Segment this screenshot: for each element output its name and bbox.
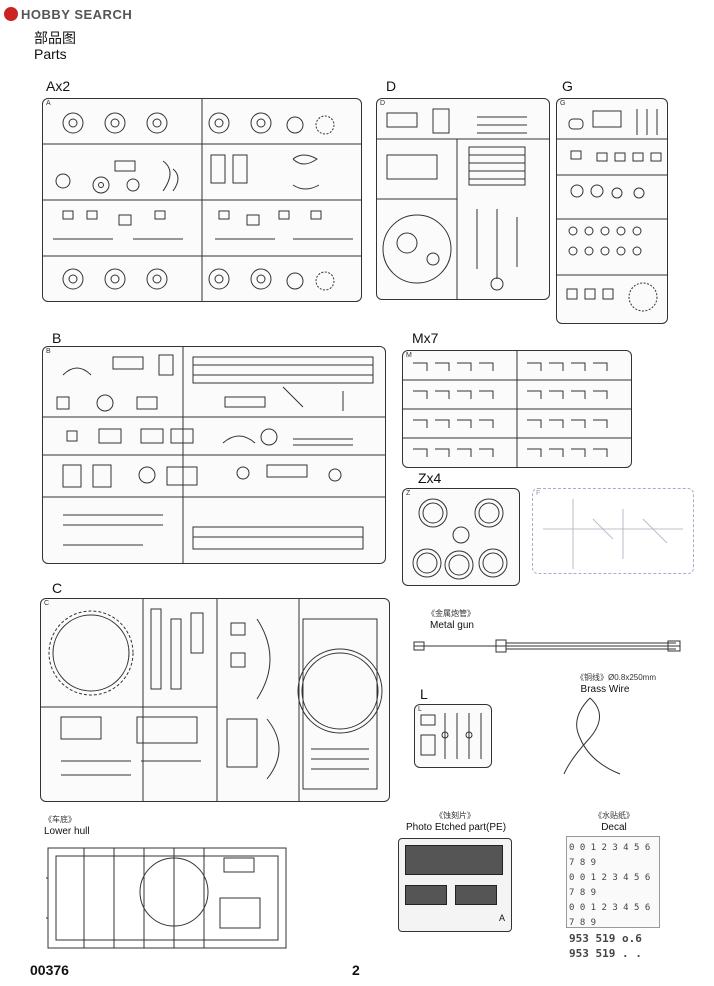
sprue-d-label: D	[386, 78, 397, 94]
decal-sheet: 0 0 1 2 3 4 5 6 7 8 9 0 0 1 2 3 4 5 6 7 …	[566, 836, 660, 960]
sprue-a-parts	[43, 99, 361, 301]
sprue-c-letter: C	[44, 600, 50, 607]
sprue-z-letter: Z	[406, 490, 411, 497]
sprue-f-frame: F	[532, 488, 694, 574]
page-number: 2	[352, 962, 360, 978]
sprue-b-label: B	[52, 330, 62, 346]
logo-text: HOBBY SEARCH	[21, 6, 133, 22]
pe-caption-cn: 《蚀刻片》	[400, 810, 510, 822]
sprue-z-frame: Z	[402, 488, 520, 586]
metal-gun-caption-en: Metal gun	[430, 620, 474, 631]
sprue-z-label: Zx4	[418, 470, 442, 486]
decal-row: 953 519 o.6	[569, 932, 642, 945]
sprue-l-label: L	[420, 686, 428, 702]
sprue-f-letter: F	[536, 490, 541, 497]
decal-row: 953 519 . .	[569, 947, 642, 960]
hobby-search-logo: HOBBY SEARCH	[4, 6, 132, 22]
sprue-a-letter: A	[46, 100, 51, 107]
decal-row: 0 0 1 2 3 4 5 6 7 8 9	[569, 903, 651, 928]
brass-wire-caption-en: Brass Wire	[580, 684, 630, 695]
sprue-m-label: Mx7	[412, 330, 439, 346]
pe-cn: 《蚀刻片》	[435, 811, 475, 820]
decal-caption-cn: 《水贴纸》	[586, 810, 642, 822]
decal-caption-en: Decal	[601, 822, 627, 833]
sprue-b-parts	[43, 347, 385, 563]
sprue-d-parts	[377, 108, 549, 299]
sprue-z-parts	[412, 498, 508, 580]
lower-hull-caption-en: Lower hull	[44, 826, 90, 837]
title-en: Parts	[34, 46, 67, 62]
pe-plate-small-right	[455, 885, 497, 905]
brass-wire-part	[563, 697, 621, 775]
sprue-c-parts	[41, 599, 383, 801]
pe-caption-en: Photo Etched part(PE)	[405, 822, 507, 833]
decal-cn: 《水贴纸》	[594, 811, 634, 820]
pe-fret-letter: A	[499, 913, 506, 923]
sprue-l-letter: L	[418, 706, 422, 713]
sprue-g-frame: G	[556, 98, 668, 324]
sprue-a-label: Ax2	[46, 78, 71, 94]
sprue-c-label: C	[52, 580, 63, 596]
sprue-f-parts	[543, 499, 683, 569]
sprue-a-frame: A	[42, 98, 362, 302]
sprue-l-frame: L	[414, 704, 492, 768]
lower-hull-part	[46, 847, 287, 949]
decal-row: 0 0 1 2 3 4 5 6 7 8 9	[569, 843, 651, 868]
metal-gun-part	[413, 639, 681, 653]
product-code: 00376	[30, 962, 69, 978]
sprue-m-parts	[403, 351, 631, 467]
brass-wire-cn: 《铜线》Ø0.8x250mm	[575, 673, 657, 682]
metal-gun-caption-cn: 《金属炮管》	[416, 608, 486, 620]
sprue-b-frame: B	[42, 346, 386, 564]
title-cn: 部品图	[34, 30, 76, 46]
sprue-b-letter: B	[46, 348, 51, 355]
sprue-g-parts	[557, 109, 667, 312]
brass-wire-caption-cn: 《铜线》Ø0.8x250mm	[566, 672, 666, 684]
sprue-g-letter: G	[560, 100, 566, 107]
decal-row: 0 0 1 2 3 4 5 6 7 8 9	[569, 873, 651, 898]
sprue-m-frame: M	[402, 350, 632, 468]
lower-hull-cn: 《车底》	[44, 815, 76, 824]
sprue-d-frame: D	[376, 98, 550, 300]
sprue-d-letter: D	[380, 100, 386, 107]
sprue-l-parts	[420, 713, 482, 759]
sprue-c-frame: C	[40, 598, 390, 802]
pe-fret: A	[398, 838, 512, 932]
sprue-g-label: G	[562, 78, 573, 94]
logo-mark-icon	[4, 7, 18, 21]
lower-hull-caption-cn: 《车底》	[44, 814, 84, 826]
sprue-m-letter: M	[406, 352, 412, 359]
pe-plate-large	[405, 845, 503, 875]
pe-plate-small-left	[405, 885, 447, 905]
metal-gun-cn: 《金属炮管》	[427, 609, 475, 618]
